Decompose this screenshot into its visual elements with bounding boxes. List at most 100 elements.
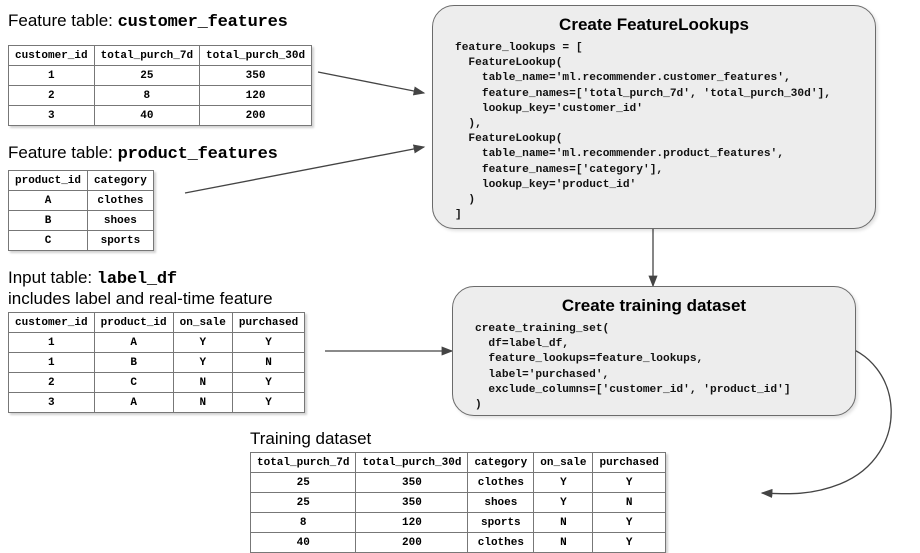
cell: N bbox=[533, 532, 594, 553]
cell: shoes bbox=[467, 492, 535, 513]
caption-label-df-subtitle: includes label and real-time feature bbox=[8, 289, 273, 308]
cell: 8 bbox=[93, 85, 201, 106]
table-training-dataset: total_purch_7d total_purch_30d category … bbox=[249, 452, 666, 553]
column-header: on_sale bbox=[172, 312, 233, 333]
diagram-canvas: Feature table: customer_features custome… bbox=[7, 5, 892, 553]
caption-customer-features: Feature table: customer_features bbox=[8, 10, 288, 33]
cell: 200 bbox=[199, 105, 313, 126]
process-box-title: Create FeatureLookups bbox=[559, 15, 749, 34]
table-header-row: total_purch_7d total_purch_30d category … bbox=[249, 452, 666, 473]
cell: N bbox=[533, 512, 594, 533]
table-header-row: customer_id total_purch_7d total_purch_3… bbox=[8, 45, 313, 66]
table-row: 2 8 120 bbox=[8, 85, 313, 106]
cell: A bbox=[93, 332, 174, 353]
cell: 350 bbox=[355, 492, 469, 513]
cell: 200 bbox=[355, 532, 469, 553]
cell: 8 bbox=[249, 512, 357, 533]
cell: N bbox=[172, 392, 233, 413]
caption-product-features-prefix: Feature table: bbox=[8, 143, 113, 162]
cell: Y bbox=[592, 512, 666, 533]
cell: 3 bbox=[8, 392, 95, 413]
cell: Y bbox=[172, 332, 233, 353]
column-header: purchased bbox=[231, 312, 306, 333]
cell: sports bbox=[467, 512, 535, 533]
caption-product-features: Feature table: product_features bbox=[8, 142, 278, 165]
cell: 40 bbox=[93, 105, 201, 126]
cell: A bbox=[7, 190, 89, 211]
process-box-create-featurelookups: Create FeatureLookups feature_lookups = … bbox=[432, 5, 876, 229]
cell: 120 bbox=[199, 85, 313, 106]
table-row: A clothes bbox=[7, 190, 154, 211]
table-header-row: product_id category bbox=[7, 170, 154, 191]
cell: N bbox=[172, 372, 233, 393]
cell: B bbox=[7, 210, 89, 231]
cell: Y bbox=[533, 472, 594, 493]
table-product-features: product_id category A clothes B shoes C … bbox=[7, 170, 154, 251]
caption-training-dataset: Training dataset bbox=[250, 429, 372, 448]
cell: B bbox=[93, 352, 174, 373]
caption-label-df-name: label_df bbox=[96, 270, 177, 289]
cell: C bbox=[93, 372, 174, 393]
table-label-df: customer_id product_id on_sale purchased… bbox=[8, 312, 306, 413]
caption-product-features-name: product_features bbox=[117, 145, 278, 164]
code-block-training-set: create_training_set( df=label_df, featur… bbox=[475, 323, 791, 412]
column-header: purchased bbox=[592, 452, 666, 473]
column-header: product_id bbox=[93, 312, 174, 333]
cell: N bbox=[592, 492, 666, 513]
cell: 25 bbox=[249, 472, 357, 493]
table-row: 1 B Y N bbox=[8, 352, 306, 373]
cell: 350 bbox=[199, 65, 313, 86]
cell: 1 bbox=[8, 65, 95, 86]
cell: 2 bbox=[8, 372, 95, 393]
cell: 350 bbox=[355, 472, 469, 493]
table-row: 2 C N Y bbox=[8, 372, 306, 393]
caption-customer-features-name: customer_features bbox=[117, 13, 288, 32]
arrow-customer-features-to-lookups bbox=[317, 71, 426, 96]
table-row: 25 350 clothes Y Y bbox=[249, 472, 666, 493]
cell: clothes bbox=[467, 532, 535, 553]
code-block-featurelookups: feature_lookups = [ FeatureLookup( table… bbox=[455, 42, 831, 222]
column-header: customer_id bbox=[8, 312, 95, 333]
table-row: B shoes bbox=[7, 210, 154, 231]
cell: Y bbox=[231, 372, 306, 393]
cell: shoes bbox=[87, 210, 154, 231]
column-header: total_purch_30d bbox=[355, 452, 469, 473]
cell: Y bbox=[533, 492, 594, 513]
column-header: category bbox=[87, 170, 154, 191]
process-box-create-training-dataset: Create training dataset create_training_… bbox=[452, 286, 856, 416]
caption-label-df-prefix: Input table: bbox=[8, 268, 93, 287]
cell: clothes bbox=[87, 190, 154, 211]
table-customer-features: customer_id total_purch_7d total_purch_3… bbox=[8, 45, 313, 126]
table-row: 25 350 shoes Y N bbox=[249, 492, 666, 513]
column-header: on_sale bbox=[533, 452, 594, 473]
cell: Y bbox=[592, 532, 666, 553]
table-row: 3 A N Y bbox=[8, 392, 306, 413]
cell: Y bbox=[231, 392, 306, 413]
cell: 2 bbox=[8, 85, 95, 106]
caption-customer-features-prefix: Feature table: bbox=[8, 11, 113, 30]
table-row: 8 120 sports N Y bbox=[249, 512, 666, 533]
cell: C bbox=[7, 230, 89, 251]
cell: 25 bbox=[93, 65, 201, 86]
table-header-row: customer_id product_id on_sale purchased bbox=[8, 312, 306, 333]
cell: 1 bbox=[8, 332, 95, 353]
cell: N bbox=[231, 352, 306, 373]
column-header: product_id bbox=[7, 170, 89, 191]
cell: 120 bbox=[355, 512, 469, 533]
column-header: category bbox=[467, 452, 535, 473]
cell: 25 bbox=[249, 492, 357, 513]
cell: clothes bbox=[467, 472, 535, 493]
cell: Y bbox=[172, 352, 233, 373]
process-box-title: Create training dataset bbox=[561, 296, 747, 315]
table-row: 3 40 200 bbox=[8, 105, 313, 126]
cell: A bbox=[93, 392, 174, 413]
column-header: customer_id bbox=[8, 45, 95, 66]
cell: 40 bbox=[249, 532, 357, 553]
column-header: total_purch_7d bbox=[249, 452, 357, 473]
column-header: total_purch_7d bbox=[93, 45, 201, 66]
cell: sports bbox=[87, 230, 154, 251]
table-row: 1 A Y Y bbox=[8, 332, 306, 353]
table-row: 40 200 clothes N Y bbox=[249, 532, 666, 553]
column-header: total_purch_30d bbox=[199, 45, 313, 66]
table-row: 1 25 350 bbox=[8, 65, 313, 86]
